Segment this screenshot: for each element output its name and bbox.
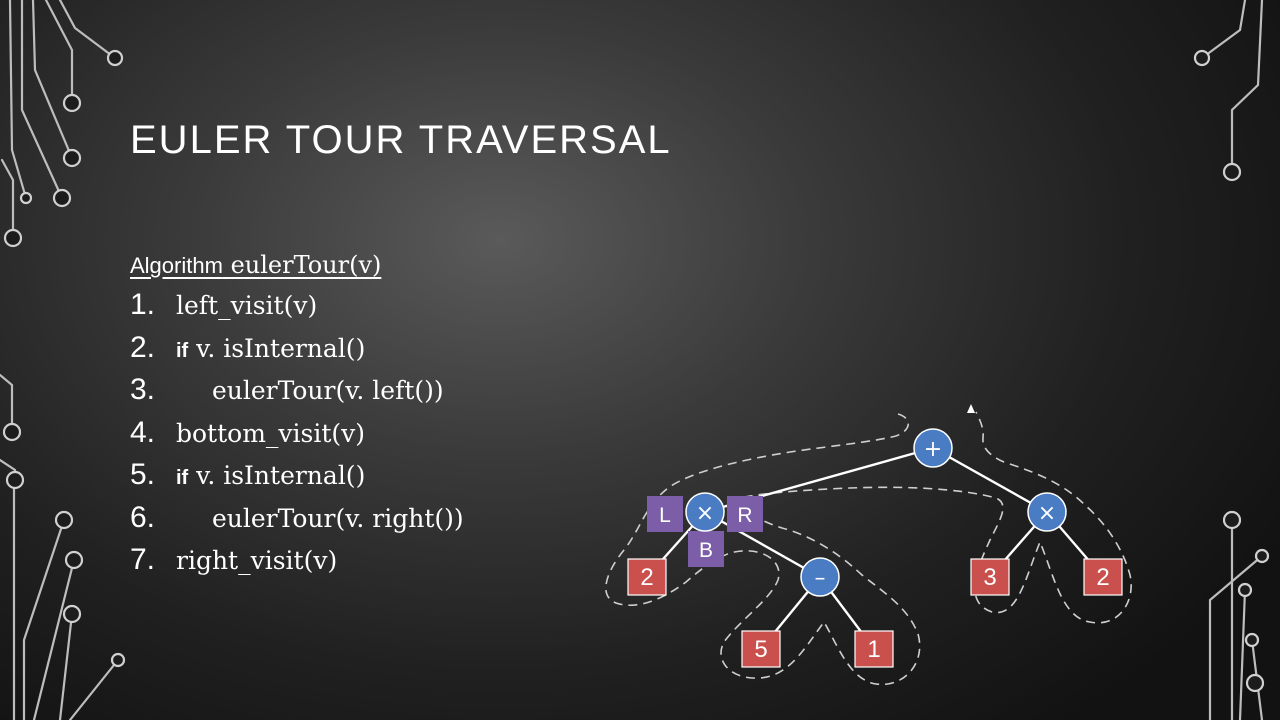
circuit-node bbox=[2, 422, 22, 442]
inner-symbol: – bbox=[815, 566, 826, 591]
algorithm-block: Algorithm eulerTour(v) 1. left_visit(v) 2… bbox=[130, 246, 610, 582]
leaf-node bbox=[854, 630, 894, 668]
left-visit-label: L bbox=[659, 504, 671, 527]
step-number: 2. bbox=[130, 330, 156, 364]
right-child-symbol: × bbox=[1038, 501, 1056, 526]
circuit-node bbox=[5, 470, 25, 490]
algorithm-name: eulerTour(v) bbox=[230, 251, 382, 279]
circuit-node bbox=[52, 188, 72, 208]
leaf-label: 2 bbox=[1096, 564, 1109, 591]
step-number: 5. bbox=[130, 458, 156, 491]
algorithm-step: 7. right_visit(v) bbox=[130, 539, 610, 582]
circuit-node bbox=[1245, 673, 1265, 693]
left-internal-node bbox=[685, 492, 725, 532]
circuit-node bbox=[64, 550, 84, 570]
circuit-node bbox=[1222, 162, 1242, 182]
circuit-node bbox=[62, 93, 82, 113]
leaf-node bbox=[970, 558, 1010, 596]
circuit-node bbox=[62, 148, 82, 168]
step-text: bottom_visit(v) bbox=[176, 418, 366, 448]
step-number: 3. bbox=[130, 373, 156, 406]
tour-arrow-head bbox=[967, 404, 975, 413]
leaf-node bbox=[741, 630, 781, 668]
bottom-visit-label: B bbox=[699, 539, 713, 562]
euler-tour-tree: L R B + × × – 2 5 1 3 2 bbox=[605, 404, 1132, 686]
inner-internal-node bbox=[800, 557, 840, 597]
root-symbol: + bbox=[924, 437, 942, 462]
step-text: eulerTour(v. right()) bbox=[212, 503, 464, 533]
leaf-label: 2 bbox=[640, 564, 653, 591]
euler-tour-path bbox=[605, 411, 1132, 686]
circuit-node bbox=[110, 652, 126, 668]
bottom-visit-marker bbox=[688, 531, 724, 567]
step-number: 1. bbox=[130, 288, 156, 321]
circuit-node bbox=[54, 510, 74, 530]
step-number: 7. bbox=[130, 543, 156, 576]
step-text: v. isInternal() bbox=[188, 461, 366, 490]
algorithm-step: 1. left_visit(v) bbox=[130, 284, 610, 327]
leaf-node bbox=[1083, 558, 1123, 596]
right-visit-label: R bbox=[737, 504, 752, 527]
algorithm-header: Algorithm eulerTour(v) bbox=[130, 246, 610, 284]
step-text: eulerTour(v. left()) bbox=[212, 376, 444, 405]
right-visit-marker bbox=[727, 496, 763, 532]
step-number: 6. bbox=[130, 500, 156, 534]
algorithm-step: 3. eulerTour(v. left()) bbox=[130, 369, 610, 412]
step-keyword: if bbox=[176, 339, 189, 362]
circuit-node bbox=[3, 228, 23, 248]
step-text: right_visit(v) bbox=[176, 546, 338, 575]
circuit-node bbox=[1237, 582, 1253, 598]
circuit-node bbox=[1254, 548, 1270, 564]
root-node bbox=[913, 428, 953, 468]
circuit-node bbox=[1244, 632, 1260, 648]
tree-edge bbox=[932, 446, 1048, 514]
algorithm-step: 4. bottom_visit(v) bbox=[130, 412, 610, 455]
circuit-node bbox=[62, 604, 82, 624]
step-keyword: if bbox=[176, 467, 189, 489]
circuit-node bbox=[1193, 49, 1211, 67]
algorithm-step: 5. if v. isInternal() bbox=[130, 454, 610, 497]
circuit-node bbox=[106, 49, 124, 67]
step-number: 4. bbox=[130, 415, 156, 449]
algorithm-step: 2. if v. isInternal() bbox=[130, 327, 610, 370]
leaf-label: 3 bbox=[983, 564, 996, 591]
tree-edge bbox=[704, 510, 821, 579]
step-text: left_visit(v) bbox=[176, 291, 318, 320]
step-text: v. isInternal() bbox=[188, 333, 366, 363]
left-visit-marker bbox=[647, 496, 683, 532]
slide-title: EULER TOUR TRAVERSAL bbox=[130, 118, 672, 162]
right-internal-node bbox=[1027, 492, 1067, 532]
algorithm-step: 6. eulerTour(v. right()) bbox=[130, 497, 610, 540]
algorithm-keyword: Algorithm bbox=[130, 253, 223, 278]
leaf-node bbox=[627, 558, 667, 596]
left-child-symbol: × bbox=[696, 501, 714, 526]
circuit-node bbox=[1222, 510, 1242, 530]
leaf-label: 5 bbox=[754, 636, 767, 663]
leaf-label: 1 bbox=[867, 636, 880, 663]
circuit-node bbox=[19, 191, 33, 205]
